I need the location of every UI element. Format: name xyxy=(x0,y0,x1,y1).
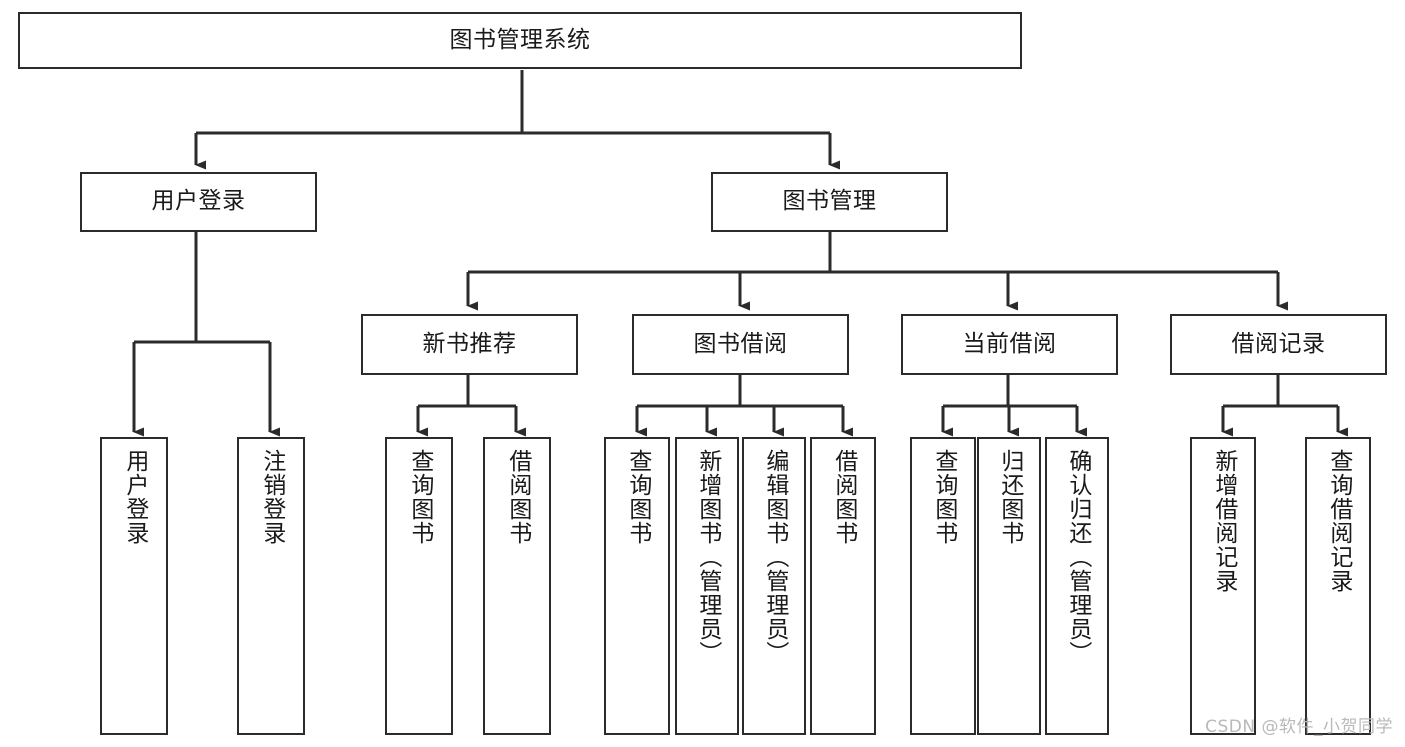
node-book-borrow[interactable]: 图书借阅 xyxy=(632,314,849,375)
node-leaf-borrow-add[interactable]: 新增图书（管理员） xyxy=(675,437,739,735)
node-user-login[interactable]: 用户登录 xyxy=(80,172,317,232)
node-leaf-user-logout[interactable]: 注销登录 xyxy=(237,437,305,735)
node-leaf-cur-return-label: 归还图书 xyxy=(996,449,1023,545)
node-current-borrow-label: 当前借阅 xyxy=(962,330,1057,357)
node-leaf-rec-search[interactable]: 查询借阅记录 xyxy=(1305,437,1371,735)
node-leaf-cur-confirm-label: 确认归还（管理员） xyxy=(1064,449,1091,665)
node-book-manage-label: 图书管理 xyxy=(782,188,877,215)
node-leaf-rec-add[interactable]: 新增借阅记录 xyxy=(1190,437,1256,735)
node-leaf-cur-query-label: 查询图书 xyxy=(930,449,957,545)
node-leaf-borrow-edit[interactable]: 编辑图书（管理员） xyxy=(742,437,806,735)
node-leaf-cur-confirm[interactable]: 确认归还（管理员） xyxy=(1045,437,1109,735)
node-leaf-borrow-add-label: 新增图书（管理员） xyxy=(694,449,721,665)
node-leaf-rec-borrow[interactable]: 借阅图书 xyxy=(483,437,551,735)
node-leaf-cur-return[interactable]: 归还图书 xyxy=(977,437,1041,735)
node-leaf-borrow-lend[interactable]: 借阅图书 xyxy=(810,437,876,735)
node-current-borrow[interactable]: 当前借阅 xyxy=(901,314,1118,375)
node-borrow-record-label: 借阅记录 xyxy=(1231,330,1326,357)
watermark: CSDN @软件_小贺同学 xyxy=(1205,717,1393,737)
node-book-manage[interactable]: 图书管理 xyxy=(711,172,948,232)
node-root-label: 图书管理系统 xyxy=(449,26,591,53)
node-leaf-cur-query[interactable]: 查询图书 xyxy=(910,437,976,735)
node-user-login-label: 用户登录 xyxy=(151,188,246,215)
node-leaf-user-login-label: 用户登录 xyxy=(121,449,148,545)
node-leaf-rec-add-label: 新增借阅记录 xyxy=(1210,449,1237,593)
node-leaf-borrow-query-label: 查询图书 xyxy=(624,449,651,545)
node-leaf-borrow-edit-label: 编辑图书（管理员） xyxy=(761,449,788,665)
node-new-book-rec-label: 新书推荐 xyxy=(422,330,517,357)
node-book-borrow-label: 图书借阅 xyxy=(693,330,788,357)
node-leaf-borrow-query[interactable]: 查询图书 xyxy=(604,437,670,735)
node-borrow-record[interactable]: 借阅记录 xyxy=(1170,314,1387,375)
node-leaf-rec-borrow-label: 借阅图书 xyxy=(504,449,531,545)
node-leaf-user-login[interactable]: 用户登录 xyxy=(100,437,168,735)
node-root[interactable]: 图书管理系统 xyxy=(18,12,1022,69)
node-leaf-user-logout-label: 注销登录 xyxy=(258,449,285,545)
node-new-book-rec[interactable]: 新书推荐 xyxy=(361,314,578,375)
node-leaf-rec-query-label: 查询图书 xyxy=(406,449,433,545)
node-leaf-rec-query[interactable]: 查询图书 xyxy=(385,437,453,735)
node-leaf-borrow-lend-label: 借阅图书 xyxy=(830,449,857,545)
node-leaf-rec-search-label: 查询借阅记录 xyxy=(1325,449,1352,593)
